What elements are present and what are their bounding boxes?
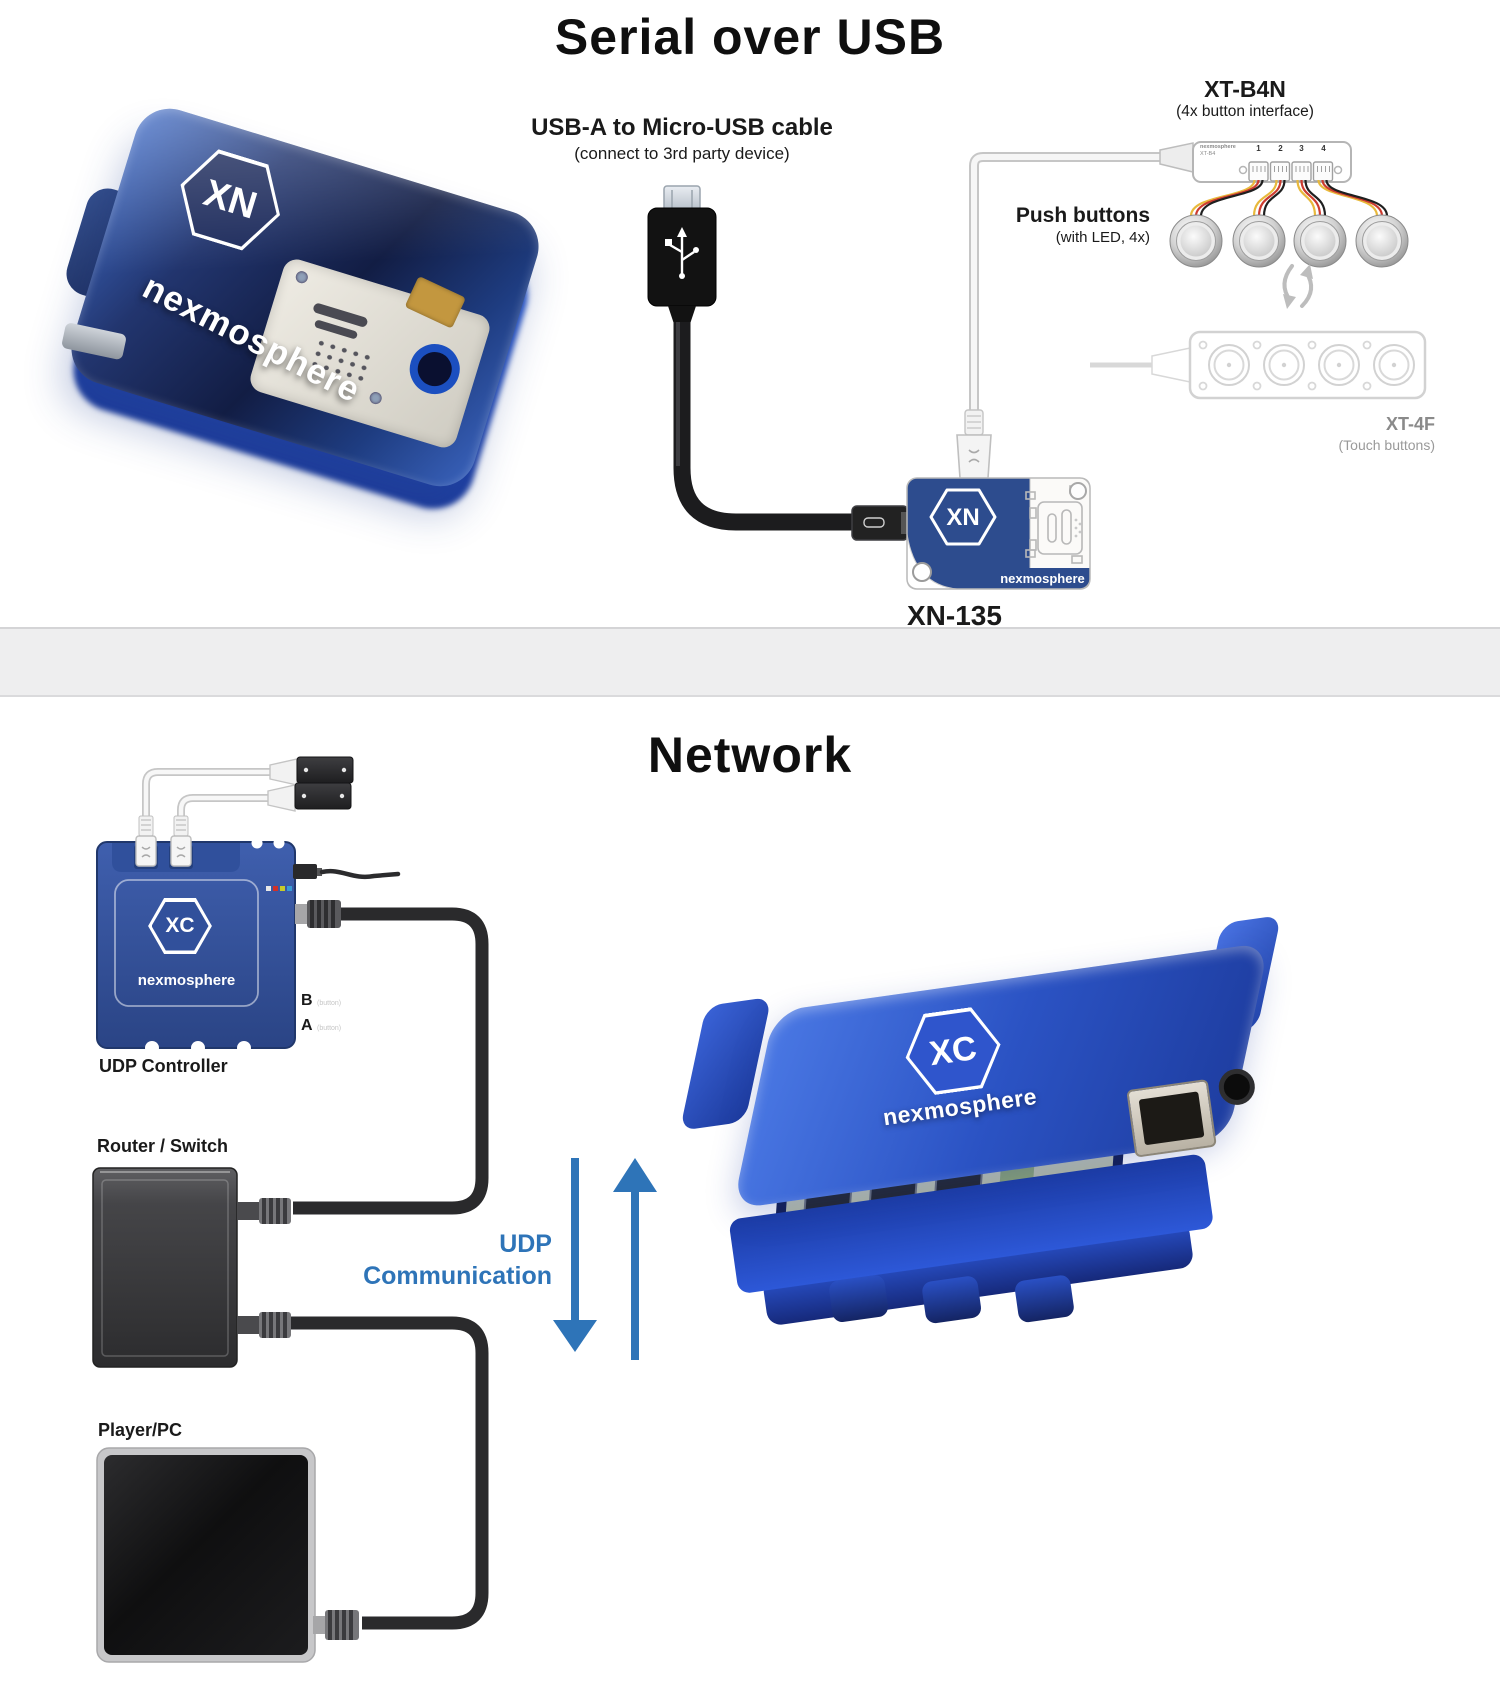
usb-cable-to-xn135 — [673, 322, 909, 541]
xtb4n-name: XT-B4N — [1204, 76, 1286, 102]
xn135-logo: XN — [946, 504, 980, 531]
serial-section-title: Serial over USB — [554, 9, 946, 65]
udp-comm-line1: UDP — [499, 1230, 552, 1258]
xc-photo: XC nexmosphere — [679, 915, 1330, 1355]
usb-cable-title: USB-A to Micro-USB cable — [531, 114, 833, 141]
udp-controller-label: UDP Controller — [99, 1056, 228, 1076]
udp-comm-line2: Communication — [363, 1262, 552, 1290]
xc-port-b: B (button) — [301, 992, 342, 1009]
up-arrow-shaft — [631, 1192, 639, 1360]
ethernet-cable-xc-to-router — [293, 907, 489, 1215]
push-buttons-subtitle: (with LED, 4x) — [1055, 229, 1150, 246]
network-section-title: Network — [647, 727, 853, 783]
swap-arrows-icon — [1282, 264, 1314, 309]
xc-photo-foot — [921, 1274, 983, 1325]
xt4f-subtitle: (Touch buttons) — [1338, 437, 1436, 453]
xtalk-cable-xtb4n-to-xn135 — [969, 142, 1194, 433]
player-graphic — [96, 1447, 359, 1663]
xtb4n-port-4: 4 — [1321, 144, 1326, 153]
micro-usb-connector-graphic — [647, 185, 717, 324]
xc-port-a-note: (button) — [317, 1025, 342, 1032]
udp-arrows — [553, 1158, 657, 1360]
xc-port-b-note: (button) — [317, 1000, 342, 1007]
xtb4n-port-2: 2 — [1278, 144, 1283, 153]
xt4f-touch-strip-graphic — [1090, 330, 1427, 400]
xc-photo-foot — [1013, 1274, 1076, 1324]
xtb4n-board-model: XT-B4 — [1200, 151, 1216, 157]
down-arrow-shaft — [571, 1158, 579, 1322]
xtb4n-board-brand: nexmosphere — [1200, 144, 1236, 150]
xc-hexagon: XC — [148, 898, 212, 954]
router-graphic — [92, 1167, 291, 1368]
xtb4n-port-3: 3 — [1299, 144, 1304, 153]
xc-photo-foot — [827, 1273, 890, 1324]
xn135-brand: nexmosphere — [1000, 571, 1085, 586]
push-buttons-graphic — [1169, 214, 1409, 268]
xc-port-a: A (button) — [301, 1017, 342, 1034]
xc-brand: nexmosphere — [137, 972, 236, 989]
xt4f-name: XT-4F — [1385, 414, 1435, 434]
usb-cable-subtitle: (connect to 3rd party device) — [574, 144, 790, 163]
xtb4n-interface-graphic — [1189, 141, 1389, 217]
section-divider — [0, 627, 1500, 697]
push-buttons-title: Push buttons — [1015, 204, 1150, 227]
xtb4n-port-1: 1 — [1256, 144, 1261, 153]
xc-controller-graphic — [96, 815, 401, 1055]
xn135-name: XN-135 — [907, 600, 1002, 631]
up-arrow-head — [613, 1158, 657, 1192]
xc-photo-ethernet-jack — [1126, 1078, 1217, 1158]
xtalk-plug-xn135 — [956, 409, 992, 479]
xc-logo: XC — [165, 914, 195, 937]
player-label: Player/PC — [98, 1420, 183, 1440]
xtb4n-subtitle: (4x button interface) — [1176, 103, 1314, 120]
ethernet-cable-router-to-player — [291, 1316, 489, 1630]
router-label: Router / Switch — [97, 1136, 229, 1156]
down-arrow-head — [553, 1320, 597, 1352]
